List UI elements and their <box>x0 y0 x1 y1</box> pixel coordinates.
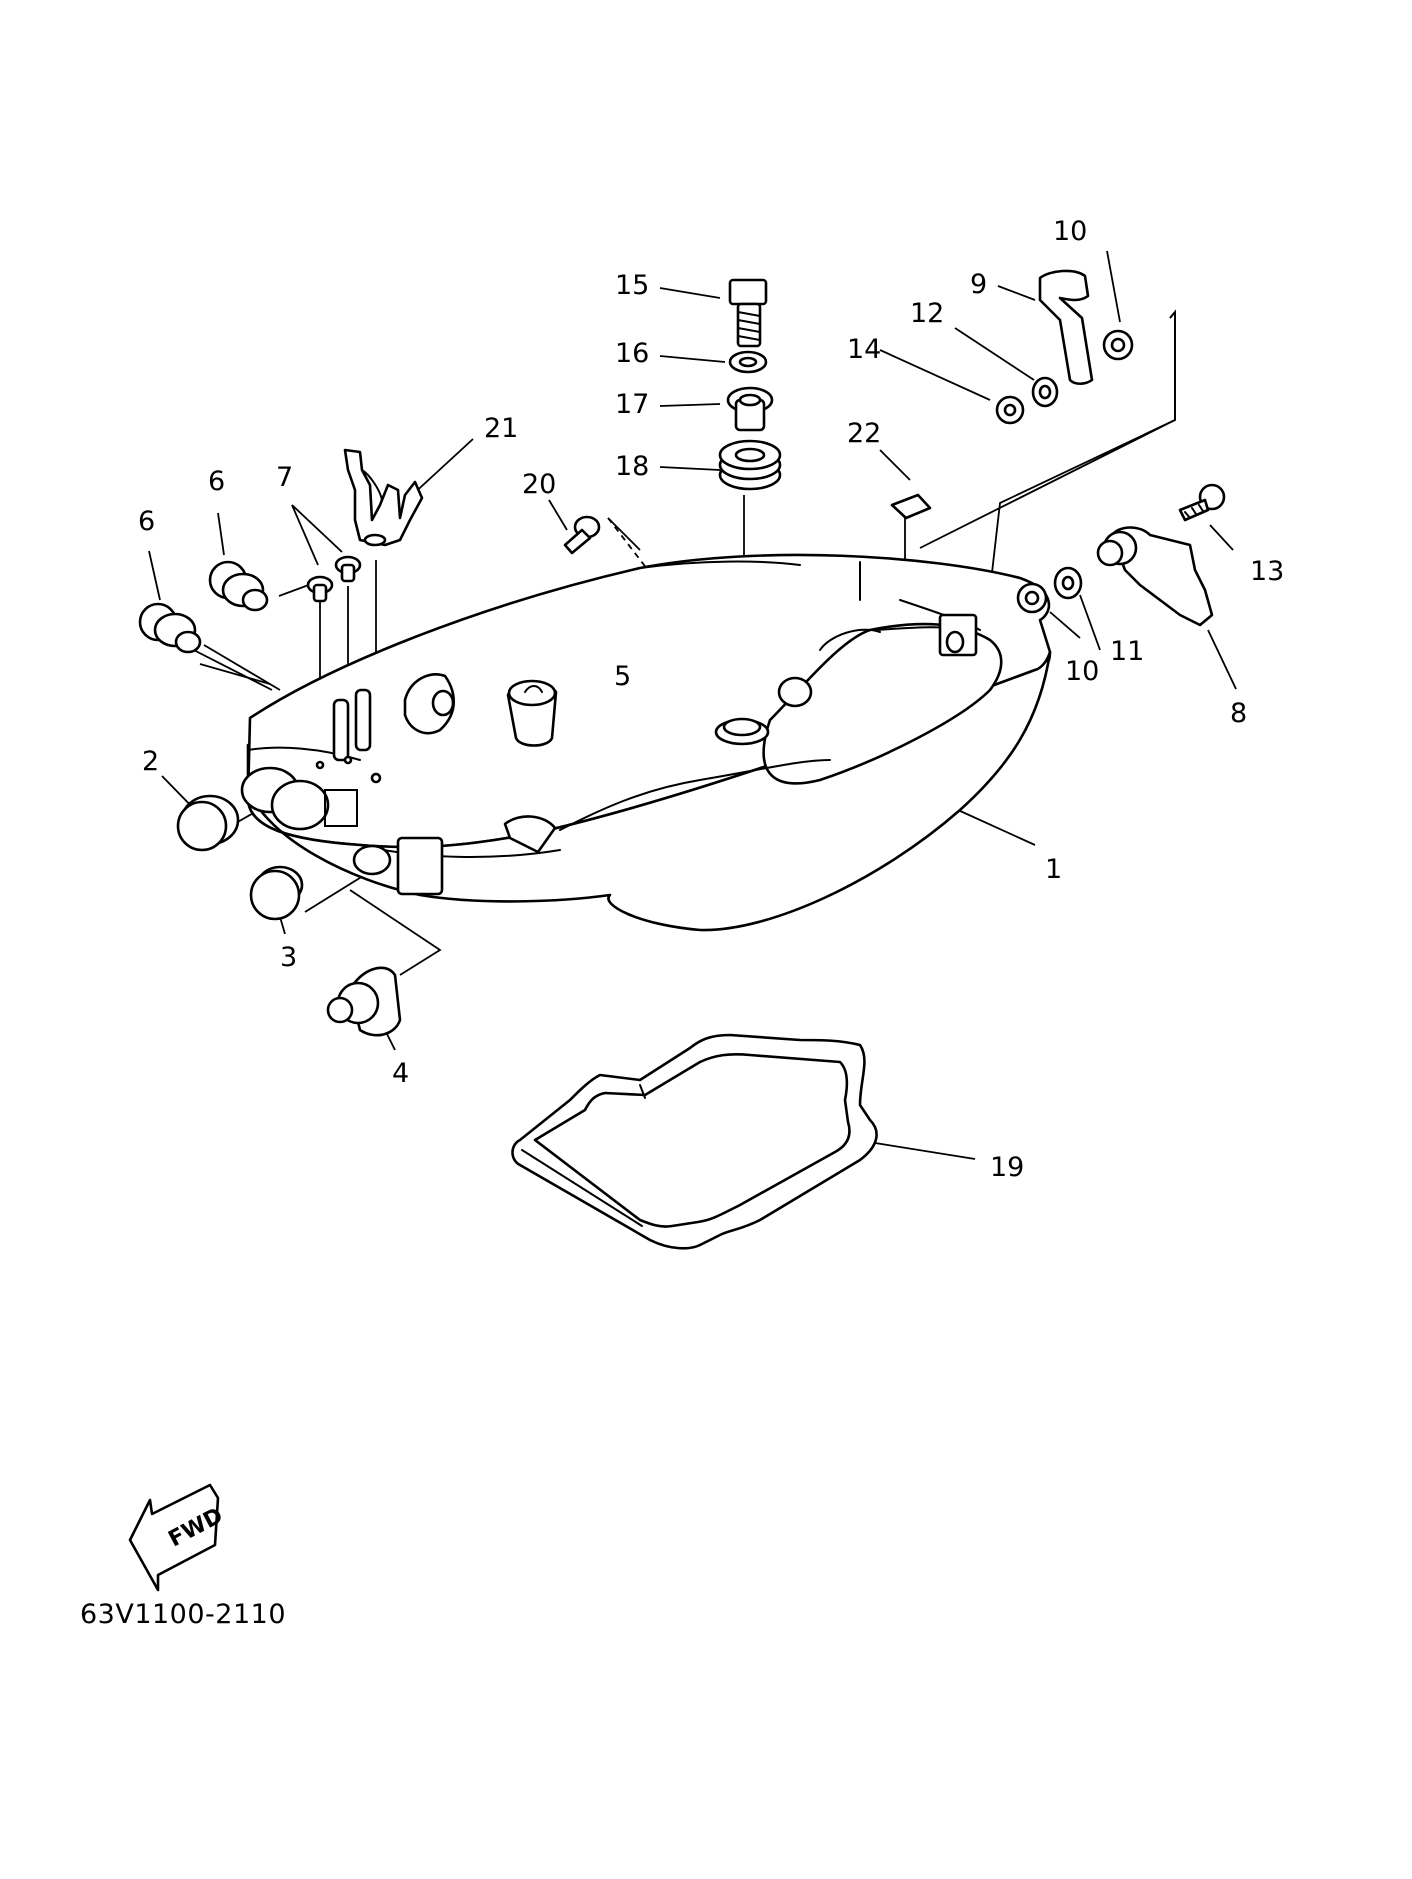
callout-9: 9 <box>970 269 987 300</box>
callout-4: 4 <box>392 1058 409 1089</box>
part-6-grommet-left <box>138 602 202 654</box>
callout-13: 13 <box>1250 556 1284 587</box>
part-7-pins <box>306 555 362 603</box>
part-22-label <box>890 493 932 520</box>
part-20-screw <box>563 515 601 555</box>
callout-8: 8 <box>1230 698 1247 729</box>
part-2-plug <box>176 794 240 852</box>
part-17-collar <box>726 386 774 432</box>
part-8-bracket <box>1096 526 1214 627</box>
part-4-grommet <box>326 966 402 1037</box>
callout-3: 3 <box>280 942 297 973</box>
part-16-washer <box>728 350 768 374</box>
callout-16: 16 <box>615 338 649 369</box>
part-21-latch <box>343 448 424 547</box>
callout-21: 21 <box>484 413 518 444</box>
callout-15: 15 <box>615 270 649 301</box>
part-5-clip <box>506 679 558 747</box>
fwd-arrow: FWD <box>128 1483 227 1592</box>
callout-22: 22 <box>847 418 881 449</box>
callout-19: 19 <box>990 1152 1024 1183</box>
callout-17: 17 <box>615 389 649 420</box>
bottom-cowling <box>240 553 1052 932</box>
callout-18: 18 <box>615 451 649 482</box>
callout-labels: 1 2 3 4 5 6 6 7 8 9 10 10 11 12 13 14 15… <box>138 216 1284 1183</box>
part-12-washer <box>1031 376 1059 408</box>
callout-7: 7 <box>276 462 293 493</box>
part-10-nut-lower <box>1016 582 1048 614</box>
part-15-bolt <box>728 278 768 348</box>
part-14-nut <box>995 395 1025 425</box>
part-6-grommet-right <box>208 560 269 612</box>
part-19-seal <box>511 1033 878 1250</box>
callout-11: 11 <box>1110 636 1144 667</box>
part-11-lock-washer <box>1053 566 1083 600</box>
callout-6-left: 6 <box>138 506 155 537</box>
callout-10-top: 10 <box>1053 216 1087 247</box>
callout-14: 14 <box>847 334 881 365</box>
callout-20: 20 <box>522 469 556 500</box>
callout-1: 1 <box>1045 854 1062 885</box>
callout-6-right: 6 <box>208 466 225 497</box>
callout-12: 12 <box>910 298 944 329</box>
part-code: 63V1100-2110 <box>80 1599 286 1630</box>
part-13-bolt <box>1178 483 1226 522</box>
part-9-lever <box>1038 269 1094 386</box>
callout-5: 5 <box>614 661 631 692</box>
part-3-grommet <box>249 865 304 921</box>
callout-2: 2 <box>142 746 159 777</box>
part-18-grommet <box>718 439 782 491</box>
callout-10-lower: 10 <box>1065 656 1099 687</box>
part-10-nut-top <box>1102 329 1134 361</box>
